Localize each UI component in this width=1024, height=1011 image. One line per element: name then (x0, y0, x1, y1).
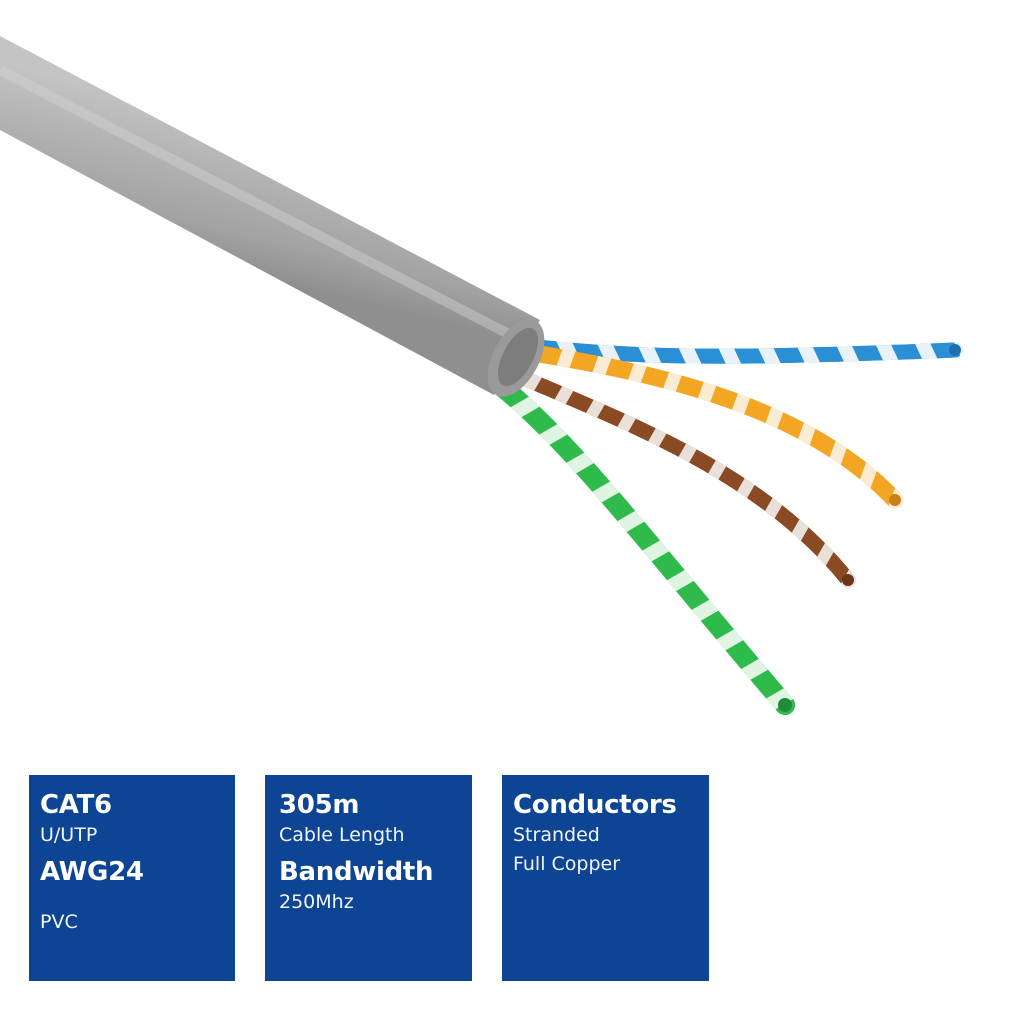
spec-subtext: U/UTP (40, 824, 98, 846)
cable-photo (0, 36, 963, 715)
spec-heading: Conductors (513, 790, 677, 820)
spec-subtext: Stranded (513, 824, 600, 846)
cable-jacket (0, 36, 545, 397)
spec-heading: AWG24 (40, 857, 144, 887)
spec-subtext: Full Copper (513, 853, 621, 875)
spec-heading: Bandwidth (279, 857, 434, 887)
spec-box-category: CAT6 U/UTP AWG24 PVC (29, 775, 235, 981)
spec-subtext: Cable Length (279, 824, 405, 846)
spec-heading: 305m (279, 790, 360, 820)
spec-subtext: 250Mhz (279, 891, 354, 913)
spec-subtext: PVC (40, 911, 78, 933)
spec-heading: CAT6 (40, 790, 112, 820)
spec-box-conductors: Conductors Stranded Full Copper (502, 775, 709, 981)
twisted-pairs (490, 337, 963, 715)
spec-box-length: 305m Cable Length Bandwidth 250Mhz (265, 775, 472, 981)
